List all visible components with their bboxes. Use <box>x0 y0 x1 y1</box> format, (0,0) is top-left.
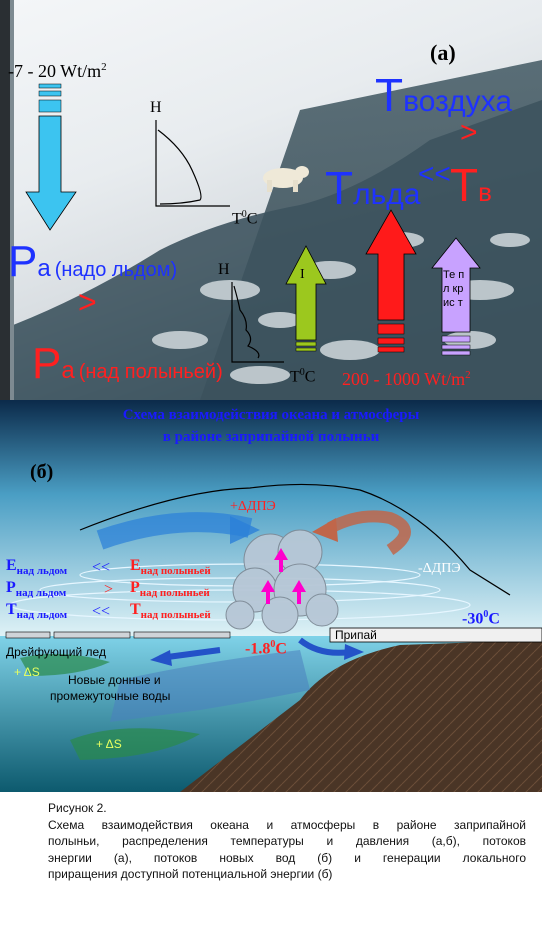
green-arrow-label: I <box>300 267 305 282</box>
temp-profile-2 <box>231 282 284 363</box>
dpe-minus-label: -ΔДПЭ <box>418 561 461 576</box>
drift-ice-label: Дрейфующий лед <box>6 645 106 659</box>
lt-ice-water: << <box>418 158 451 189</box>
temp-profile-1 <box>155 120 230 207</box>
fast-ice-label: Припай <box>335 628 377 642</box>
caption-line-1: Рисунок 2. <box>48 801 107 815</box>
t-air-label: Tвоздуха <box>375 69 513 121</box>
t-ice-label: Tльда <box>325 162 421 214</box>
salt-label-2: + ΔS <box>96 737 122 751</box>
t-axis-2: T0C <box>290 367 316 386</box>
flux-large-label: 200 - 1000 Wt/m2 <box>342 369 471 389</box>
flux-small-arrow-icon <box>25 83 77 231</box>
gt-air-ice: > <box>460 116 478 149</box>
scheme-background <box>0 400 542 792</box>
scheme-title-2: в районе заприпайной полыньи <box>162 429 380 445</box>
p-compare: > <box>104 581 114 598</box>
new-waters-line-1: Новые донные и <box>68 673 161 687</box>
gt-pressure: > <box>78 284 97 320</box>
caption-line-5: приращения доступной потенциальной энерг… <box>48 867 333 881</box>
water-temp-label: -1.80C <box>245 639 287 658</box>
panel-b-scheme: Схема взаимодействия океана и атмосферы … <box>0 400 542 792</box>
t-ice-b-label: Tнад льдом <box>6 601 68 622</box>
scheme-title-1: Схема взаимодействия океана и атмосферы <box>122 407 420 423</box>
panel-a-photo: (a) -7 - 20 Wt/m2 H T0C Tвоздуха > Tльда… <box>0 0 542 400</box>
t-water-label: Tв <box>450 159 492 211</box>
panel-b-label: (б) <box>30 461 54 483</box>
p-poly-label: Pа (над полыньей) <box>32 339 223 388</box>
salt-label-1: + ΔS <box>14 665 40 679</box>
new-waters-line-2: промежуточные воды <box>50 689 171 703</box>
green-flux-arrow-icon <box>285 245 327 352</box>
violet-arrow-label: Те пл кр ис т <box>443 269 465 309</box>
caption-line-2: Схема взаимодействия океана и атмосферы … <box>48 817 526 832</box>
t-axis-1: T0C <box>232 209 258 228</box>
violet-flux-arrow-icon <box>431 237 481 356</box>
e-poly-label: Eнад полыньей <box>130 557 211 578</box>
panel-a-label: (a) <box>430 40 456 65</box>
p-ice-b-label: Pнад льдом <box>6 579 67 600</box>
figure-caption: Рисунок 2. Схема взаимодействия океана и… <box>48 800 526 883</box>
caption-line-4: энергии (а), потоков новых вод (б) и ген… <box>48 850 526 865</box>
air-temp-label: -300C <box>462 609 500 628</box>
flux-small-label: -7 - 20 Wt/m2 <box>8 61 107 81</box>
h-label-2: H <box>218 261 230 278</box>
p-poly-b-label: Pнад полыньей <box>130 579 210 600</box>
t-poly-b-label: Tнад полыньей <box>130 601 211 622</box>
dpe-plus-label: +ΔДПЭ <box>230 499 276 514</box>
p-ice-label: Pа (надо льдом) <box>8 237 178 286</box>
caption-line-3: полыньи, распределения температуры и дав… <box>48 834 526 848</box>
e-compare: << <box>92 559 111 576</box>
h-label-1: H <box>150 99 162 116</box>
e-ice-label: Eнад льдом <box>6 557 68 578</box>
t-compare: << <box>92 603 111 620</box>
red-flux-arrow-icon <box>365 209 417 353</box>
polar-bear-icon <box>263 166 309 192</box>
